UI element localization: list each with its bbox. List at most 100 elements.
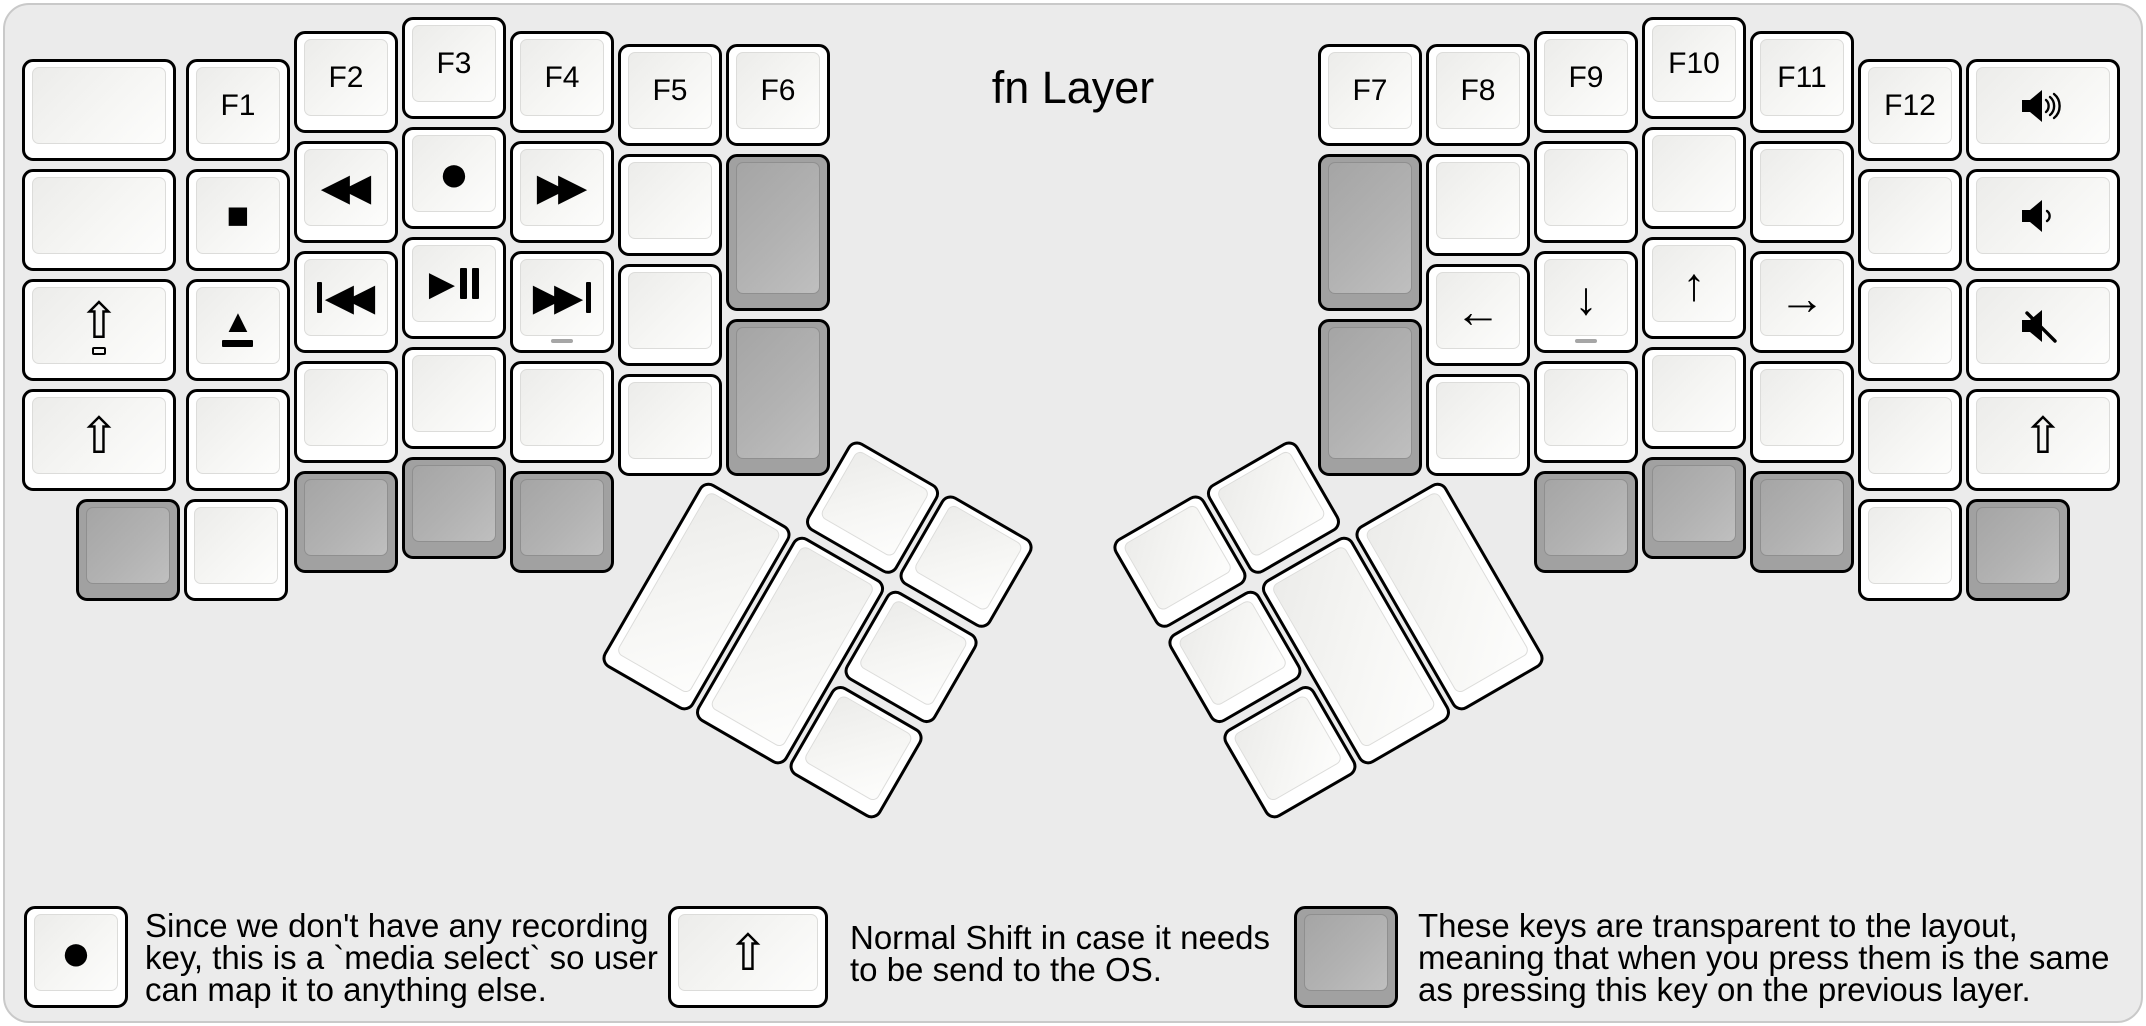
key-glyph: ⇧ xyxy=(78,407,120,464)
homing-dash xyxy=(1575,339,1597,343)
legend-record-key: ● xyxy=(24,906,128,1008)
key-record: ● xyxy=(402,127,506,229)
key-label: F4 xyxy=(544,60,580,94)
key-transparent xyxy=(1318,319,1422,476)
key-blank xyxy=(1642,347,1746,449)
keycap-surface xyxy=(32,177,166,254)
key-stop: ■ xyxy=(186,169,290,271)
keycap-surface xyxy=(1976,507,2060,584)
key-transparent xyxy=(1966,499,2070,601)
key-eject: ▲ xyxy=(186,279,290,381)
key-glyph: ▶▶ xyxy=(536,166,588,209)
keycap-surface xyxy=(628,162,712,239)
key-glyph: ■ xyxy=(226,194,250,237)
keycap-surface xyxy=(1544,369,1628,446)
key-blank xyxy=(22,169,176,271)
legend-line: Since we don't have any recording xyxy=(145,907,649,944)
key-label: F5 xyxy=(652,73,688,107)
keycap-surface: ▶▶ xyxy=(520,149,604,226)
eject-triangle-glyph: ▲ xyxy=(222,302,254,339)
keycap-surface xyxy=(304,369,388,446)
key-blank xyxy=(1750,361,1854,463)
keycap-surface xyxy=(1976,67,2110,144)
key-transparent xyxy=(402,457,506,559)
keycap-surface: F2 xyxy=(304,39,388,116)
keycap-surface: ◀◀ xyxy=(304,259,388,336)
legend-shift-key: ⇧ xyxy=(668,906,828,1008)
keycap-surface xyxy=(194,507,278,584)
key-label: F2 xyxy=(328,60,364,94)
legend-line: can map it to anything else. xyxy=(145,971,547,1008)
key-transparent xyxy=(1642,457,1746,559)
key-transparent xyxy=(294,471,398,573)
key-play-pause: ▶ xyxy=(402,237,506,339)
legend-line: Normal Shift in case it needs xyxy=(850,919,1271,956)
keycap-surface xyxy=(1304,914,1388,991)
key-transparent xyxy=(1750,471,1854,573)
key-glyph: ↓ xyxy=(1574,271,1598,324)
key-next-track: ▶▶ xyxy=(510,251,614,353)
key-glyph: ⇧ xyxy=(2022,407,2064,464)
layer-title: fn Layer xyxy=(991,62,1155,113)
keycap-surface: F7 xyxy=(1328,52,1412,129)
key-f6: F6 xyxy=(726,44,830,146)
keycap-surface: F9 xyxy=(1544,39,1628,116)
keycap-surface xyxy=(1760,149,1844,226)
key-arrow-right: → xyxy=(1750,251,1854,353)
volume-down-icon xyxy=(2022,199,2051,232)
key-blank xyxy=(1858,499,1962,601)
pause-bar-icon xyxy=(472,268,480,299)
key-blank xyxy=(618,374,722,476)
key-f8: F8 xyxy=(1426,44,1530,146)
key-blank xyxy=(618,154,722,256)
key-glyph: ↑ xyxy=(1682,257,1706,310)
keycap-surface: F11 xyxy=(1760,39,1844,116)
keycap-surface: ◀◀ xyxy=(304,149,388,226)
key-arrow-up: ↑ xyxy=(1642,237,1746,339)
key-blank xyxy=(1858,279,1962,381)
legend-line: as pressing this key on the previous lay… xyxy=(1418,971,2031,1008)
keycap-surface xyxy=(1760,479,1844,556)
keycap-surface: ▲ xyxy=(196,287,280,364)
keycap-surface: F1 xyxy=(196,67,280,144)
keycap-surface xyxy=(1436,382,1520,459)
keycap-surface xyxy=(304,479,388,556)
next-track-bar-icon xyxy=(586,282,592,313)
keycap-surface xyxy=(1652,465,1736,542)
key-blank xyxy=(184,499,288,601)
keycap-surface xyxy=(196,397,280,474)
key-blank xyxy=(1858,169,1962,271)
key-label: F11 xyxy=(1777,60,1827,94)
keycap-surface xyxy=(412,355,496,432)
keycap-surface xyxy=(1544,479,1628,556)
keycap-surface: ⇧ xyxy=(1976,397,2110,474)
key-blank xyxy=(1750,141,1854,243)
key-f12: F12 xyxy=(1858,59,1962,161)
key-shift-left: ⇧ xyxy=(22,389,176,491)
key-arrow-down: ↓ xyxy=(1534,251,1638,353)
key-glyph: ● xyxy=(438,144,470,203)
keycap-surface: ▶ xyxy=(412,245,496,322)
keycap-surface: F5 xyxy=(628,52,712,129)
key-transparent xyxy=(1318,154,1422,311)
key-glyph: ◀◀ xyxy=(320,166,372,209)
key-label: F12 xyxy=(1884,88,1936,122)
pause-bar-icon xyxy=(460,268,468,299)
key-transparent xyxy=(510,471,614,573)
keycap-surface xyxy=(86,507,170,584)
keycap-surface xyxy=(1232,693,1344,803)
keycap-surface xyxy=(736,327,820,459)
key-blank xyxy=(294,361,398,463)
key-blank xyxy=(618,264,722,366)
legend-line: meaning that when you press them is the … xyxy=(1418,939,2110,976)
key-f7: F7 xyxy=(1318,44,1422,146)
key-blank xyxy=(1426,154,1530,256)
key-blank xyxy=(1426,374,1530,476)
keycap-surface: ← xyxy=(1436,272,1520,349)
keycap-surface xyxy=(628,272,712,349)
key-glyph: ← xyxy=(1455,284,1501,337)
key-prev-track: ◀◀ xyxy=(294,251,398,353)
keycap-surface xyxy=(1436,162,1520,239)
keycap-surface: F6 xyxy=(736,52,820,129)
